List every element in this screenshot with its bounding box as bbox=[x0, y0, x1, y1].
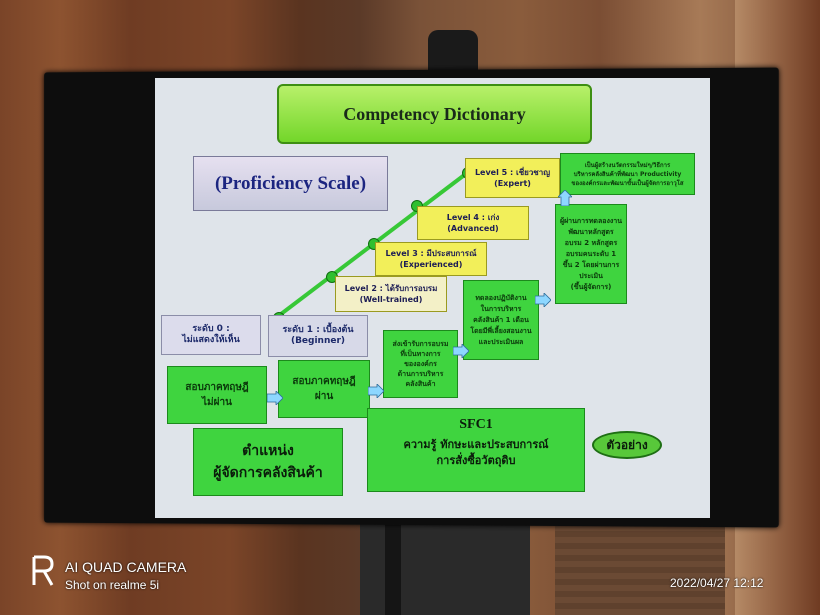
position-text: ตำแหน่ง ผู้จัดการคลังสินค้า bbox=[213, 443, 323, 481]
level-5-text: Level 5 : เชี่ยวชาญ (Expert) bbox=[474, 168, 551, 188]
arrow-right-icon bbox=[452, 343, 470, 362]
level-1-box: ระดับ 1 : เบื้องต้น (Beginner) bbox=[268, 315, 368, 357]
camera-label: AI QUAD CAMERA bbox=[65, 559, 187, 575]
example-text: ตัวอย่าง bbox=[606, 437, 648, 452]
expert-box: เป็นผู้สร้างนวัตกรรมใหม่ๆ/วิธีการ บริหาร… bbox=[560, 153, 695, 195]
level-1-text: ระดับ 1 : เบื้องต้น (Beginner) bbox=[282, 325, 354, 346]
level-2-box: Level 2 : ได้รับการอบรม (Well-trained) bbox=[335, 276, 447, 312]
slide-screen: Competency Dictionary (Proficiency Scale… bbox=[155, 78, 710, 518]
level-4-text: Level 4 : เก่ง (Advanced) bbox=[446, 213, 500, 233]
proficiency-scale-label: (Proficiency Scale) bbox=[193, 156, 388, 211]
level-0-text: ระดับ 0 : ไม่แสดงให้เห็น bbox=[182, 324, 240, 345]
sfc-title: SFC1 bbox=[459, 417, 493, 432]
arrow-up-icon bbox=[557, 189, 573, 210]
example-badge: ตัวอย่าง bbox=[592, 431, 662, 459]
datetime-label: 2022/04/27 12:12 bbox=[670, 576, 764, 590]
training-box: ส่งเข้ารับการอบรม ที่เป็นทางการ ขององค์ก… bbox=[383, 330, 458, 398]
level-0-box: ระดับ 0 : ไม่แสดงให้เห็น bbox=[161, 315, 261, 355]
trainer-text: ผู้ผ่านการทดลองงาน พัฒนาหลักสูตร อบรม 2 … bbox=[559, 216, 623, 291]
proficiency-text: (Proficiency Scale) bbox=[214, 172, 367, 194]
trainer-box: ผู้ผ่านการทดลองงาน พัฒนาหลักสูตร อบรม 2 … bbox=[555, 204, 627, 304]
slide-title: Competency Dictionary bbox=[277, 84, 592, 144]
level-3-text: Level 3 : มีประสบการณ์ (Experienced) bbox=[385, 249, 477, 269]
training-text: ส่งเข้ารับการอบรม ที่เป็นทางการ ขององค์ก… bbox=[392, 340, 449, 388]
exam-fail-text: สอบภาคทฤษฎี ไม่ผ่าน bbox=[185, 382, 249, 408]
realme-logo-icon bbox=[32, 555, 54, 586]
expert-text: เป็นผู้สร้างนวัตกรรมใหม่ๆ/วิธีการ บริหาร… bbox=[571, 161, 684, 187]
exam-pass-box: สอบภาคทฤษฎี ผ่าน bbox=[278, 360, 370, 418]
practice-box: ทดลองปฏิบัติงาน ในการบริหาร คลังสินค้า 1… bbox=[463, 280, 539, 360]
exam-fail-box: สอบภาคทฤษฎี ไม่ผ่าน bbox=[167, 366, 267, 424]
level-5-box: Level 5 : เชี่ยวชาญ (Expert) bbox=[465, 158, 560, 198]
tv-stand-leg bbox=[385, 520, 401, 615]
practice-text: ทดลองปฏิบัติงาน ในการบริหาร คลังสินค้า 1… bbox=[470, 293, 532, 346]
title-text: Competency Dictionary bbox=[343, 103, 526, 124]
level-4-box: Level 4 : เก่ง (Advanced) bbox=[417, 206, 529, 240]
position-box: ตำแหน่ง ผู้จัดการคลังสินค้า bbox=[193, 428, 343, 496]
exam-pass-text: สอบภาคทฤษฎี ผ่าน bbox=[292, 376, 356, 402]
arrow-right-icon bbox=[266, 390, 284, 409]
arrow-right-icon bbox=[367, 383, 385, 402]
arrow-right-icon bbox=[534, 292, 552, 311]
level-3-box: Level 3 : มีประสบการณ์ (Experienced) bbox=[375, 242, 487, 276]
sfc-box: SFC1 ความรู้ ทักษะและประสบการณ์ การสั่งซ… bbox=[367, 408, 585, 492]
sfc-text: ความรู้ ทักษะและประสบการณ์ การสั่งซื้อวั… bbox=[403, 438, 549, 467]
shot-on-label: Shot on realme 5i bbox=[65, 578, 160, 592]
level-2-text: Level 2 : ได้รับการอบรม (Well-trained) bbox=[344, 284, 438, 304]
